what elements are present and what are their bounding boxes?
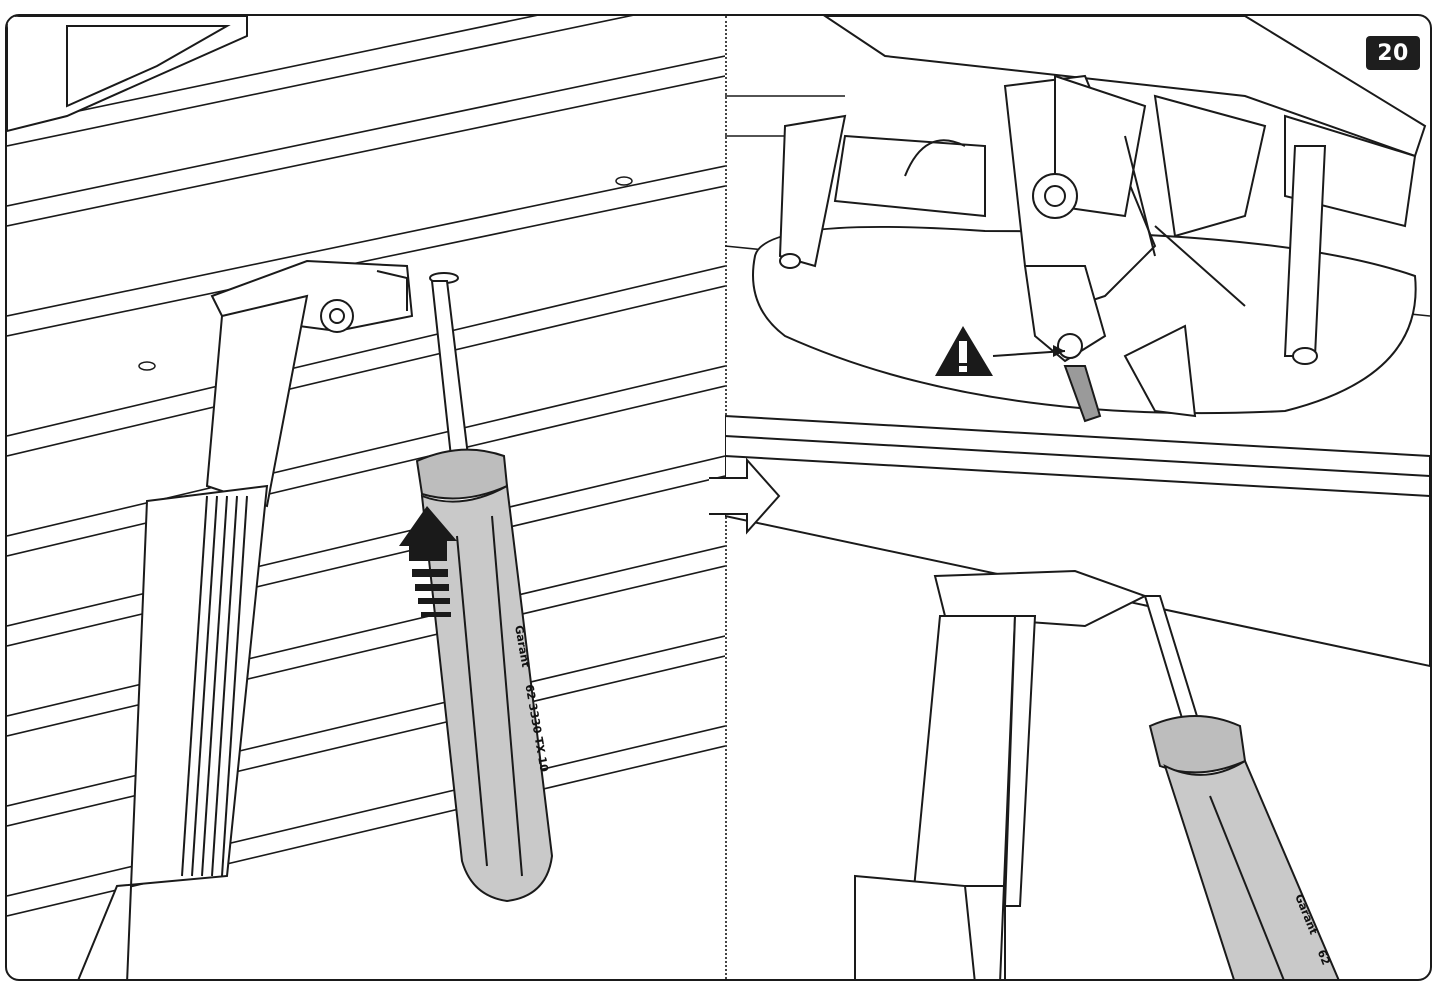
left-panel: Garant 62 3330 TX 10 — [7, 16, 725, 979]
instruction-frame: Garant 62 3330 TX 10 — [5, 14, 1432, 981]
screwdriver-handle — [420, 484, 554, 903]
right-illustration: Garant 62 — [725, 16, 1430, 979]
push-up-arrow-icon — [399, 506, 457, 617]
screwdriver-collar-right — [1148, 715, 1247, 774]
roof-rails — [7, 16, 725, 917]
screwdriver-collar — [415, 448, 509, 500]
rail-hole — [138, 361, 156, 371]
box-corner — [7, 16, 248, 133]
right-panel: Garant 62 — [725, 16, 1430, 979]
bottom-clamp — [854, 569, 1148, 979]
bolt-bracket — [1063, 324, 1197, 423]
step-number-badge: 20 — [1366, 36, 1420, 70]
strap — [77, 294, 309, 979]
next-arrow-icon — [709, 457, 781, 535]
rail-hole — [615, 176, 633, 186]
left-illustration: Garant 62 3330 TX 10 — [7, 16, 725, 979]
tool-model-label-right: 62 — [1315, 948, 1333, 967]
warning-triangle-icon — [935, 326, 1066, 376]
screwdriver-handle-right — [1163, 759, 1340, 979]
main-rail — [725, 414, 1430, 668]
lock-mechanism — [778, 16, 1427, 365]
screwdriver-shaft — [429, 272, 471, 468]
